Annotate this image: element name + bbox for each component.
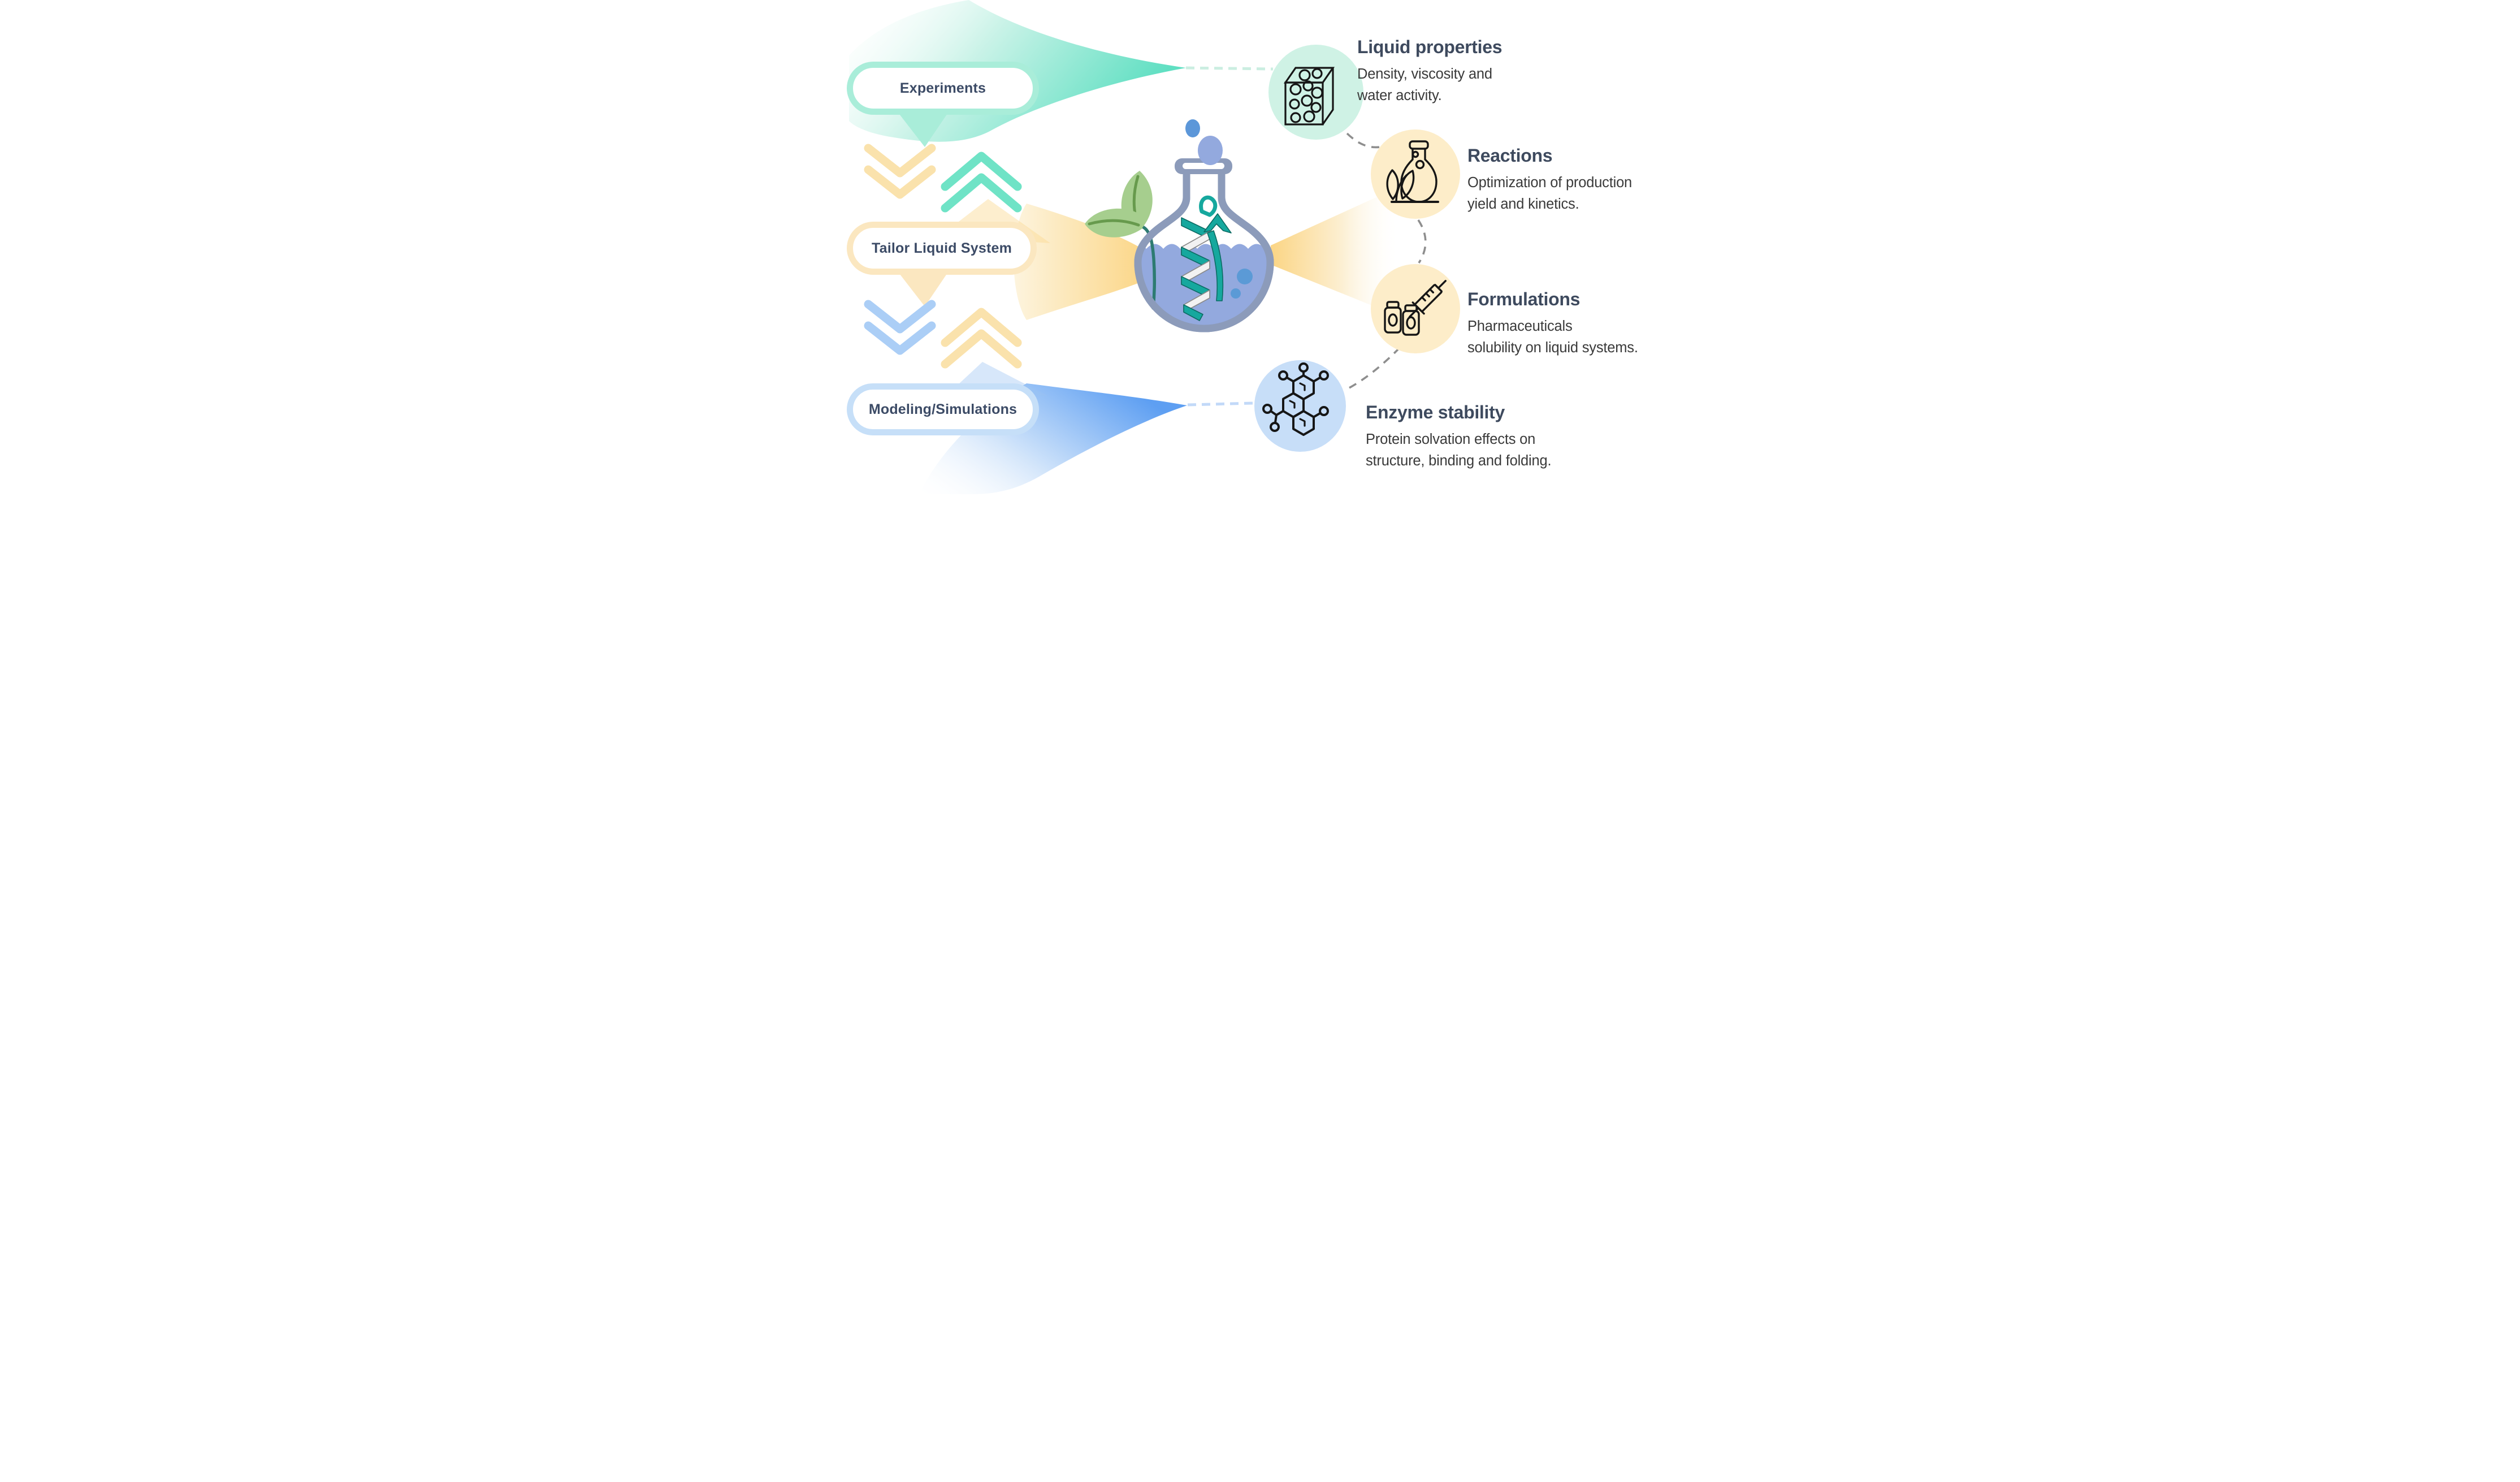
flask-illustration: [1085, 119, 1274, 332]
outcome-title: Reactions: [1467, 145, 1553, 166]
outcome-title: Liquid properties: [1357, 37, 1503, 57]
leaf-stem: [1140, 224, 1157, 310]
tailor-funnel-left: [1014, 204, 1150, 320]
syringe-vials-icon: [1384, 280, 1447, 336]
outcome-description: Protein solvation effects on structure, …: [1366, 431, 1552, 469]
chevrons-down-yellow-icon: [864, 144, 936, 199]
reactions-circle: [1371, 129, 1460, 219]
chevrons-down-blue-icon: [864, 300, 936, 355]
flask-outline-overlay: [1134, 174, 1274, 332]
leaf-icon: [1085, 208, 1142, 237]
droplet-icon: [1198, 136, 1223, 165]
infographic-canvas: Experiments Tailor Liquid System Modelin…: [840, 0, 1680, 494]
tailor-bubble-tail: [898, 271, 949, 306]
experiments-bubble-tail: [898, 112, 949, 147]
stage-label-experiments: Experiments: [899, 80, 986, 96]
droplet-icon: [1185, 119, 1200, 137]
outcome-description: Density, viscosity and water activity.: [1357, 66, 1492, 104]
tailor-funnel-right: [1271, 187, 1400, 317]
chevrons-up-teal-icon: [941, 152, 1022, 213]
outcome-description: Optimization of production yield and kin…: [1467, 174, 1633, 213]
bubble-icon: [1231, 288, 1241, 299]
stage-label-modeling-simulations: Modeling/Simulations: [868, 401, 1017, 417]
flask-plant-icon: [1386, 140, 1439, 203]
connector-liquid-properties-to-reactions: [1346, 132, 1381, 149]
outcome-formulations: Formulations Pharmaceuticals solubility …: [1467, 289, 1638, 358]
bubble-icon: [1237, 269, 1253, 284]
molecule-icon: [1262, 362, 1329, 436]
outcome-description: Pharmaceuticals solubility on liquid sys…: [1467, 318, 1638, 356]
chevrons-up-yellow-icon: [941, 308, 1022, 369]
stage-bubble-experiments: Experiments: [847, 62, 1039, 115]
outcome-reactions: Reactions Optimization of production yie…: [1467, 145, 1633, 215]
connector-reactions-to-formulations: [1417, 219, 1427, 263]
connector-modeling-to-enzyme-stability: [1187, 401, 1253, 407]
outcome-liquid-properties: Liquid properties Density, viscosity and…: [1357, 37, 1503, 106]
outcome-title: Enzyme stability: [1366, 402, 1505, 422]
formulations-circle: [1371, 264, 1460, 353]
flask-rim-slot: [1183, 163, 1224, 169]
stage-bubble-tailor-liquid-system: Tailor Liquid System: [847, 222, 1037, 275]
outcome-title: Formulations: [1467, 289, 1581, 309]
outcome-enzyme-stability: Enzyme stability Protein solvation effec…: [1366, 402, 1552, 472]
connector-experiments-to-liquid-properties: [1185, 66, 1274, 71]
stage-bubble-modeling-simulations: Modeling/Simulations: [847, 383, 1039, 435]
protein-helix-icon: [1181, 195, 1232, 321]
modeling-funnel: [919, 383, 1187, 494]
liquid-properties-circle: [1268, 45, 1363, 140]
molecule-box-icon: [1283, 67, 1335, 126]
stage-label-tailor-liquid-system: Tailor Liquid System: [871, 240, 1012, 256]
connector-formulations-to-enzyme-stability: [1344, 347, 1401, 391]
